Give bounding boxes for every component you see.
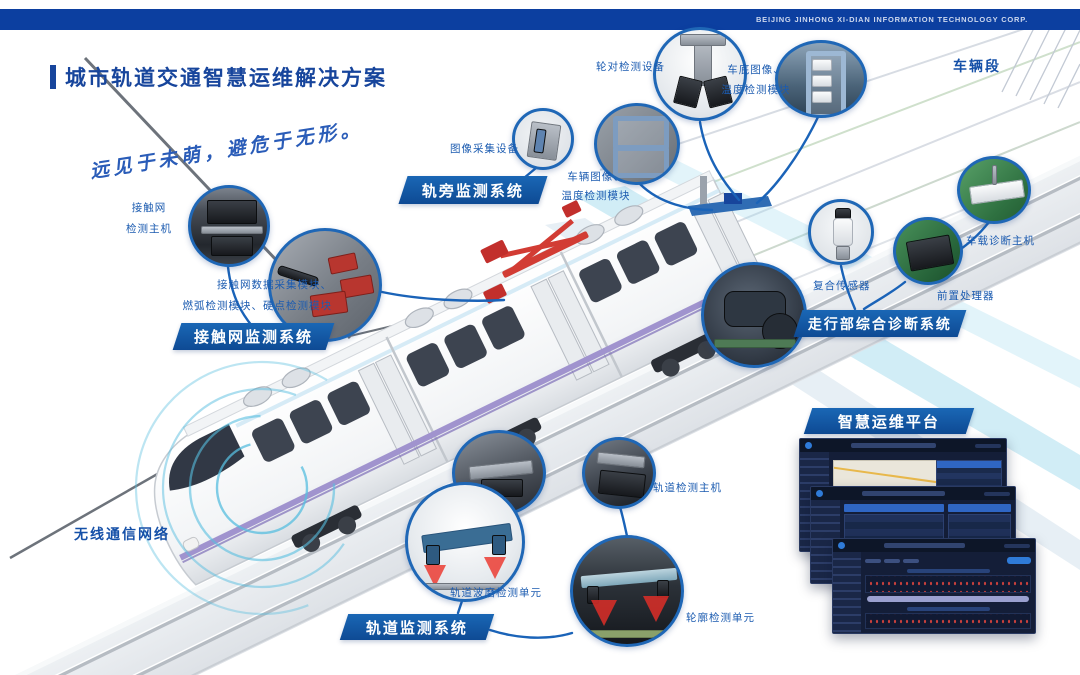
callout-preprocessor-photo — [893, 217, 963, 285]
label-composite-sensor: 复合传感器 — [813, 280, 871, 292]
wireless-signal-icon — [134, 360, 390, 616]
dashboard3-main — [861, 552, 1035, 633]
dashboard2-title-bar — [861, 491, 946, 496]
banner-running-gear-label: 走行部综合诊断系统 — [808, 315, 952, 332]
callout-catenary-host-photo — [188, 185, 270, 267]
banner-smart-om-platform: 智慧运维平台 — [803, 408, 975, 434]
callout-connector-lines — [226, 115, 991, 639]
banner-catenary-label: 接触网监测系统 — [193, 329, 313, 346]
company-name: BEIJING JINHONG XI-DIAN INFORMATION TECH… — [755, 15, 1028, 24]
title-block: 城市轨道交通智慧运维解决方案 — [50, 62, 387, 92]
callout-profile-unit-photo — [570, 535, 684, 647]
page-title: 城市轨道交通智慧运维解决方案 — [65, 67, 387, 90]
label-onboard-host: 车载诊断主机 — [966, 235, 1035, 247]
dashboard3-query-button — [1007, 557, 1031, 564]
label-catenary-modules: 接触网数据采集模块、 燃弧检测模块、硬点检测模块 — [182, 279, 332, 312]
label-image-capture: 图像采集设备 — [450, 143, 519, 155]
dashboard1-user-area — [975, 443, 1001, 448]
dashboard2-user-area — [984, 491, 1010, 496]
callout-bogie-photo — [701, 262, 807, 368]
banner-track-label: 轨道监测系统 — [365, 619, 468, 637]
pantograph-monitor-device — [480, 200, 589, 304]
dashboard1-logo-icon — [805, 442, 812, 449]
label-wheelset-device: 轮对检测设备 — [596, 61, 665, 73]
dashboard3-logo-icon — [838, 542, 845, 549]
dashboard3-sidebar — [833, 552, 862, 633]
label-track-host: 轨道检测主机 — [653, 482, 722, 494]
label-vehicle-image-module: 车辆图像、 温度检测模块 — [561, 171, 631, 202]
dashboard2-logo-icon — [816, 490, 823, 497]
callout-wheelset-device-photo — [653, 27, 747, 121]
dashboard3-header — [833, 539, 1035, 552]
top-banner: BEIJING JINHONG XI-DIAN INFORMATION TECH… — [0, 9, 1080, 30]
dashboard3-toolbar — [865, 556, 1031, 565]
banner-platform-label: 智慧运维平台 — [837, 413, 940, 431]
label-underbody-module: 车底图像、 温度检测模块 — [721, 64, 791, 96]
banner-catenary-monitoring: 接触网监测系统 — [172, 323, 335, 350]
label-catenary-host: 接触网 检测主机 — [126, 202, 172, 235]
callout-track-host-photo — [582, 437, 656, 509]
dashboard3-chart1-caption — [906, 569, 990, 573]
callout-corrugation-trolley-photo — [405, 482, 525, 602]
dashboard3-scatter-chart-1 — [865, 575, 1031, 594]
label-depot: 车辆段 — [953, 58, 1001, 74]
callout-onboard-host-photo — [957, 156, 1031, 224]
label-wireless-network: 无线通信网络 — [74, 526, 170, 542]
banner-trackside-monitoring: 轨旁监测系统 — [398, 176, 548, 204]
title-accent-bar — [50, 65, 56, 89]
dashboard1-title-bar — [851, 443, 936, 448]
dashboard3-user-area — [1004, 543, 1030, 548]
dashboard3-scatter-chart-2 — [865, 613, 1031, 629]
dashboard3-title-bar — [883, 543, 966, 548]
callout-composite-sensor-photo — [808, 199, 874, 265]
dashboard3-chart2-caption — [906, 607, 990, 612]
banner-running-gear-diagnosis: 走行部综合诊断系统 — [793, 310, 967, 337]
callout-underbody-module-photo — [775, 40, 867, 118]
dashboard2-header — [811, 487, 1015, 500]
banner-trackside-label: 轨旁监测系统 — [421, 182, 524, 200]
callout-vehicle-image-module-photo — [594, 103, 680, 185]
label-corrugation-unit: 轨道波磨检测单元 — [450, 587, 542, 599]
label-preprocessor: 前置处理器 — [937, 290, 995, 302]
dashboard1-header — [800, 439, 1006, 452]
callout-image-capture-photo — [512, 108, 574, 170]
dashboard3-range-slider — [867, 596, 1029, 603]
label-profile-unit: 轮廓检测单元 — [686, 612, 755, 624]
banner-track-monitoring: 轨道监测系统 — [339, 614, 495, 640]
dashboard-screenshot-3 — [832, 538, 1036, 634]
